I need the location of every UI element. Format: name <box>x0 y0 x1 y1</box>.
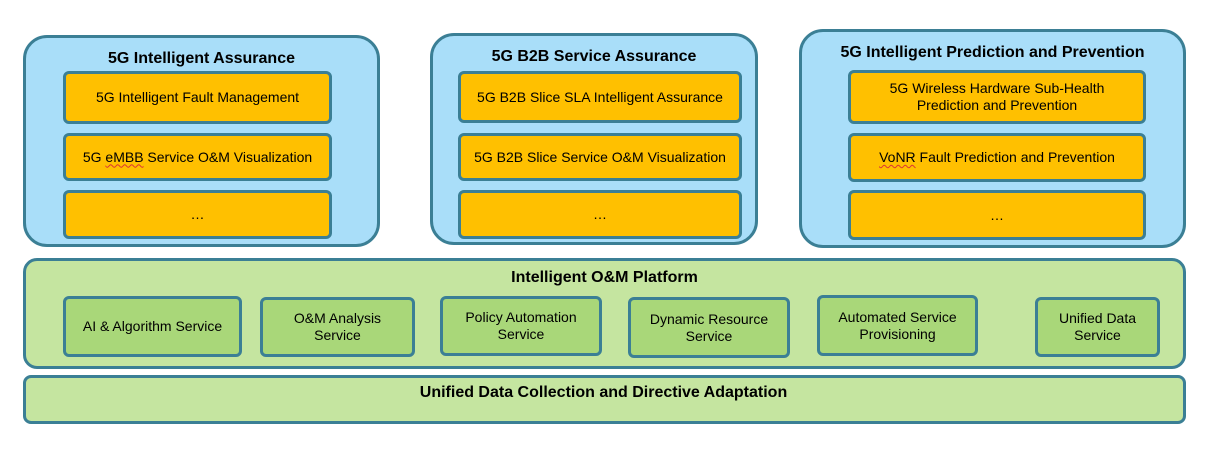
item-label: VoNR Fault Prediction and Prevention <box>879 149 1115 165</box>
item-more[interactable]: … <box>63 190 332 239</box>
service-label-line2: Service <box>685 327 733 344</box>
data-collection-layer: Unified Data Collection and Directive Ad… <box>23 375 1186 424</box>
ellipsis-label: … <box>593 206 607 222</box>
item-label-line2: Prediction and Prevention <box>916 97 1078 113</box>
item-embb-visualization[interactable]: 5G eMBB Service O&M Visualization <box>63 133 332 181</box>
group-5g-intelligent-assurance: 5G Intelligent Assurance 5G Intelligent … <box>23 35 380 247</box>
group-5g-b2b-service-assurance: 5G B2B Service Assurance 5G B2B Slice SL… <box>430 33 758 245</box>
ellipsis-label: … <box>190 206 205 222</box>
intelligent-om-platform: Intelligent O&M Platform AI & Algorithm … <box>23 258 1186 369</box>
ellipsis-label: … <box>990 206 1004 223</box>
group-title: 5G B2B Service Assurance <box>491 48 697 65</box>
group-title: 5G Intelligent Prediction and Prevention <box>840 44 1145 61</box>
item-label-line1: 5G Wireless Hardware Sub-Health <box>889 80 1105 96</box>
service-label-line1: Automated Service <box>838 308 957 325</box>
service-label-line1: Unified Data <box>1058 310 1137 326</box>
platform-title: Intelligent O&M Platform <box>511 269 698 286</box>
service-label-line2: Service <box>1074 327 1121 343</box>
service-ai-algorithm[interactable]: AI & Algorithm Service <box>63 296 242 357</box>
item-label: 5G Intelligent Fault Management <box>95 89 300 105</box>
service-om-analysis[interactable]: O&M Analysis Service <box>260 297 415 357</box>
item-fault-management[interactable]: 5G Intelligent Fault Management <box>63 71 332 124</box>
service-policy-automation[interactable]: Policy Automation Service <box>440 296 602 356</box>
item-slice-sla-assurance[interactable]: 5G B2B Slice SLA Intelligent Assurance <box>458 71 742 123</box>
item-vonr-fault[interactable]: VoNR Fault Prediction and Prevention <box>848 133 1146 182</box>
service-label-line1: Dynamic Resource <box>649 310 769 327</box>
item-more[interactable]: … <box>458 190 742 239</box>
group-5g-prediction-prevention: 5G Intelligent Prediction and Prevention… <box>799 29 1186 248</box>
service-unified-data[interactable]: Unified Data Service <box>1035 297 1160 357</box>
service-automated-provisioning[interactable]: Automated Service Provisioning <box>817 295 978 356</box>
item-slice-visualization[interactable]: 5G B2B Slice Service O&M Visualization <box>458 133 742 181</box>
service-label-line1: Policy Automation <box>465 309 577 325</box>
item-hardware-subhealth[interactable]: 5G Wireless Hardware Sub-Health Predicti… <box>848 70 1146 124</box>
item-more[interactable]: … <box>848 190 1146 240</box>
service-label: AI & Algorithm Service <box>82 318 223 334</box>
item-label: 5G B2B Slice SLA Intelligent Assurance <box>477 88 723 105</box>
service-label-line2: Service <box>497 326 545 342</box>
item-label: 5G eMBB Service O&M Visualization <box>82 148 313 165</box>
data-layer-title: Unified Data Collection and Directive Ad… <box>419 384 788 401</box>
service-label-line1: O&M Analysis <box>293 310 382 326</box>
service-dynamic-resource[interactable]: Dynamic Resource Service <box>628 297 790 358</box>
item-label: 5G B2B Slice Service O&M Visualization <box>474 148 726 165</box>
service-label-line2: Provisioning <box>859 325 936 342</box>
group-title: 5G Intelligent Assurance <box>107 50 295 67</box>
service-label-line2: Service <box>314 327 361 343</box>
